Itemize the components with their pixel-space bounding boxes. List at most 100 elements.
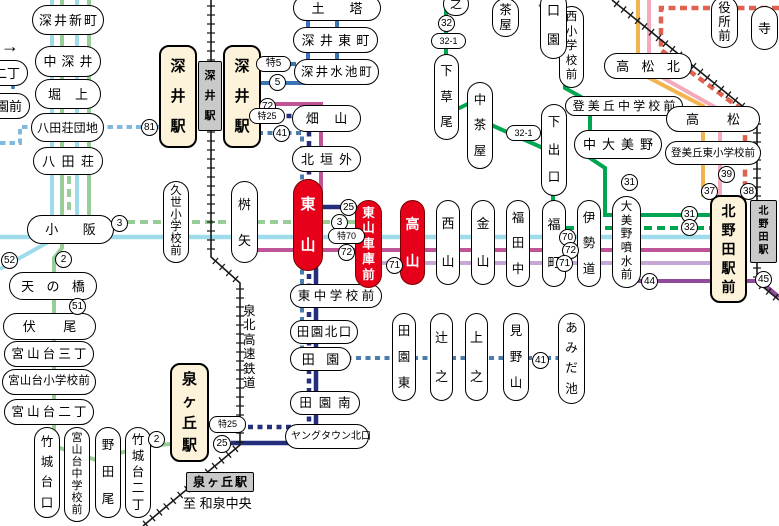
label-char: 水 [620,255,633,268]
station-red-56: 高山 [400,200,425,285]
station-stop-10: 小阪 [27,215,114,244]
label-char: 校 [66,375,79,388]
label-char: 田 [397,323,411,338]
label-char: 丘 [181,414,197,432]
label-char: 道 [582,261,596,276]
label-char: 駅 [204,109,216,122]
route-badge-32-1-25: 32-1 [506,125,541,141]
label-char: 中 [43,54,57,69]
label-char: 小 [713,146,724,159]
label-char: の [46,278,60,294]
label-char: 口 [547,170,561,185]
label-char: 駅 [234,475,247,489]
label-char: 松 [726,111,740,127]
label-char: 池 [344,64,358,79]
route-badge-39-30: 39 [718,166,735,183]
route-badge-71-17: 71 [556,255,573,272]
label-char: 大 [601,137,615,152]
route-badge-38-32: 38 [740,183,757,200]
label-char: 深 [234,57,250,75]
station-stop-24: 田園 [290,347,351,371]
label-char: 出 [547,142,561,157]
label-char: 之 [434,369,448,384]
station-stop-32: 下草尾 [434,54,459,140]
label-char: 前 [71,504,83,517]
label-char: 新 [68,12,82,28]
station-stop-12: 伏尾 [3,313,96,340]
label-char: 阪 [82,222,96,237]
label-char: 駅 [181,436,197,454]
route-badge-81-0: 81 [141,119,158,136]
label-char: 城 [40,455,54,470]
label-char: 鉄 [243,361,256,376]
label-char: 八 [42,153,56,169]
label-char: 東 [362,205,375,220]
label-char: 泉 [192,475,205,489]
station-stop-20: 野田尾 [95,427,121,518]
label-char: 山 [27,346,40,361]
station-red-55: 東山車庫前 [355,200,382,288]
label-char: 茶 [499,3,512,17]
station-stop-2: 堀上 [35,79,101,109]
label-char: 北 [666,58,680,74]
station-major-60: 北野田駅前 [710,195,747,303]
route-badge-41-29: 41 [532,352,549,369]
label-char: 前 [718,28,731,43]
label-char: 井 [319,32,333,48]
label-char: 大 [620,201,633,214]
label-char: 南 [338,395,351,410]
route-badge-3-7: 3 [111,215,128,232]
label-char: ヶ [181,393,197,411]
label-char: 福 [511,210,525,225]
station-stop-18: 竹城台口 [34,427,60,518]
label-char: 学 [54,375,67,388]
route-badge-25-10: 25 [340,199,357,216]
station-stop-7: 深井水池町 [294,59,379,85]
label-char: 東 [338,32,352,48]
label-char: 深 [204,69,216,82]
station-stop-4: 八田荘 [33,147,103,175]
label-char: 上 [469,330,483,345]
label-char: 校 [565,54,578,67]
label-char: 久 [170,185,182,198]
label-char: 田 [296,324,310,339]
label-char: 草 [440,89,453,104]
station-major-57: 深井駅 [159,45,197,148]
label-char: み [565,341,578,356]
label-char: 田 [511,236,525,251]
station-stop-28: 辻之 [430,313,453,401]
label-char: 丘 [602,99,615,113]
station-stop-5: 土塔 [293,0,381,21]
label-char: 三 [58,346,71,361]
route-badge-2-8: 2 [55,251,72,268]
station-major-59: 泉ヶ丘駅 [170,363,209,462]
label-char: 井 [79,54,93,69]
station-stop-26: ヤングタウン北口 [285,424,371,449]
label-char: 宮 [11,404,25,419]
label-char: 荘 [61,120,74,135]
label-char: 屋 [473,143,487,158]
label-char: 宮 [8,375,20,388]
station-stop-52: 二丁 [0,60,28,86]
label-char: 噴 [620,242,633,255]
label-char: 竹 [40,434,54,449]
label-char: 役 [718,0,731,15]
label-senboku-line: 泉北高速鉄道 [243,304,256,390]
label-char: 之 [449,0,462,11]
label-char: 竹 [131,432,145,447]
route-badge-45-19: 45 [755,271,772,288]
label-char: 台 [31,375,44,388]
label-char: 速 [243,347,256,362]
route-badge-25-27: 25 [213,435,231,453]
label-char: 園 [310,324,324,339]
route-badge-31-22: 31 [621,174,638,191]
label-char: 宮 [71,431,83,444]
label-char: ヶ [206,475,219,489]
label-char: 二 [58,404,71,419]
label-char: 桝 [237,196,251,212]
label-char: 学 [329,288,343,303]
label-char: 井 [170,87,186,105]
station-stop-30: 見野山 [503,313,529,401]
label-char: 橋 [71,278,85,294]
